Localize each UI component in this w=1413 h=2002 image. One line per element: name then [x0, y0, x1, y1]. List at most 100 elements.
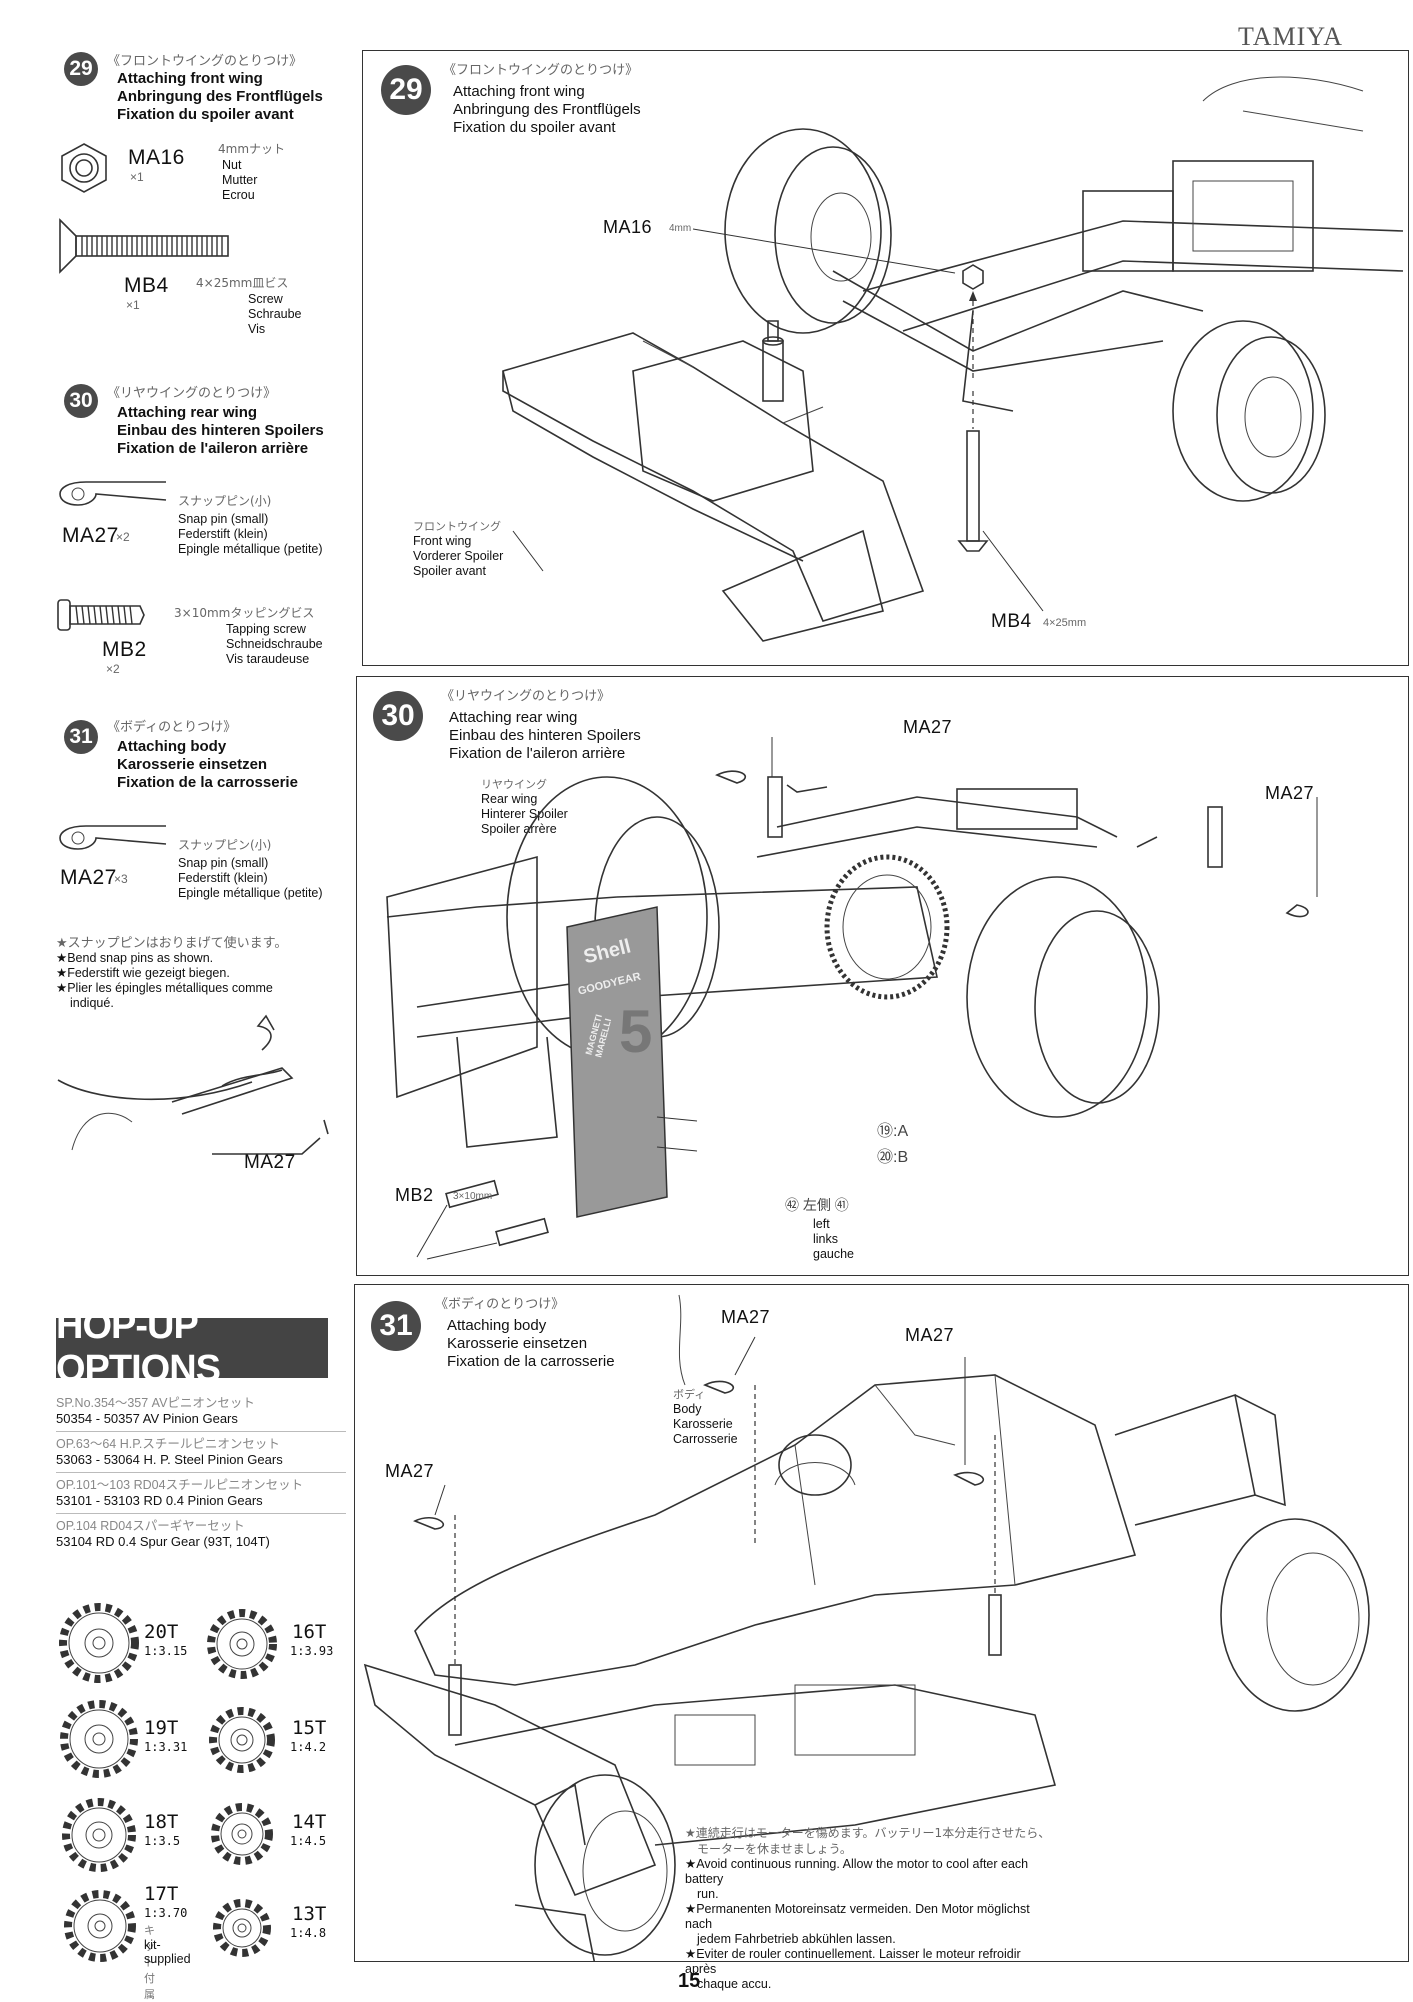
part-ma16-fr: Ecrou: [222, 188, 255, 202]
step-31-titles: Attaching body Karosserie einsetzen Fixa…: [117, 738, 298, 792]
panel-29-wing-fr: Spoiler avant: [413, 564, 486, 578]
step-30-badge: 30: [64, 384, 98, 418]
gear-ratio: 1:4.2: [290, 1740, 327, 1754]
hopup-option-jp: SP.No.354〜357 AVピニオンセット: [56, 1396, 255, 1410]
part-ma27-en: Snap pin (small): [178, 512, 269, 526]
panel-30-wing-jp: リヤウイング: [481, 778, 547, 791]
gear-icon: [207, 1609, 277, 1679]
panel-step-30: 30 《リヤウイングのとりつけ》 Attaching rear wing Ein…: [356, 676, 1409, 1276]
part-mb2-qty: ×2: [106, 662, 120, 676]
part-mb4-qty: ×1: [126, 298, 140, 312]
part-mb4-jp: 4×25mm皿ビス: [196, 276, 289, 290]
part-ma27b-fr: Epingle métallique (petite): [178, 886, 323, 900]
page-number: 15: [678, 1970, 701, 1992]
panel-31-titles: Attaching body Karosserie einsetzen Fixa…: [447, 1317, 615, 1371]
hopup-option-en: 53101 - 53103 RD 0.4 Pinion Gears: [56, 1493, 263, 1508]
panel-29-wing-en: Front wing: [413, 534, 472, 548]
panel-30-mb2-size: 3×10mm: [453, 1191, 493, 1202]
caution-de-2: jedem Fahrbetrieb abkühlen lassen.: [697, 1932, 896, 1946]
part-mb4-names: Screw Schraube Vis: [248, 292, 302, 337]
panel-step-29: 29 《フロントウイングのとりつけ》 Attaching front wing …: [362, 50, 1409, 666]
bend-note-fr: ★Plier les épingles métalliques comme: [56, 981, 273, 995]
bend-note-jp: ★スナップピンはおりまげて使います。: [56, 936, 288, 951]
snap-pin-icon: [59, 481, 167, 506]
part-ma16-code: MA16: [128, 146, 185, 169]
panel-29-ma16: MA16: [603, 217, 653, 237]
caution-en-2: run.: [697, 1887, 719, 1901]
panel-30-side-label: left links gauche: [813, 1217, 854, 1262]
panel-30-side-de: links: [813, 1232, 839, 1246]
panel-30-ma27b: MA27: [1265, 783, 1315, 803]
kit-supplied-en: kit-supplied: [144, 1938, 191, 1966]
hopup-option: OP.104 RD04スパーギヤーセット 53104 RD 0.4 Spur G…: [56, 1514, 346, 1554]
panel-29-badge: 29: [381, 65, 431, 115]
bend-note: ★スナップピンはおりまげて使います。 ★Bend snap pins as sh…: [56, 936, 336, 1011]
gear-icon: [209, 1707, 275, 1773]
caution-note: ★連続走行はモーターを傷めます。バッテリー1本分走行させたら、 モーターを休ませ…: [685, 1825, 1055, 1992]
gear-icon: [60, 1700, 138, 1778]
part-mb2-en: Tapping screw: [226, 622, 306, 636]
panel-30-fr: Fixation de l'aileron arrière: [449, 745, 626, 762]
gear-ratio: 1:3.15: [144, 1644, 188, 1658]
panel-30-wing-en: Rear wing: [481, 792, 538, 806]
rear-wing-diagram: [386, 737, 1318, 1260]
step-29-jp: 《フロントウイングのとりつけ》: [107, 54, 303, 69]
gear-icon: [62, 1798, 136, 1872]
panel-30-en: Attaching rear wing: [449, 709, 578, 726]
caution-jp-2: モーターを休ませましょう。: [697, 1842, 852, 1856]
panel-31-body-fr: Carrosserie: [673, 1432, 738, 1446]
step-31-jp: 《ボディのとりつけ》: [107, 720, 237, 735]
panel-29-fr: Fixation du spoiler avant: [453, 119, 616, 136]
panel-30-side-jp: ㊷ 左側 ㊶: [785, 1197, 849, 1213]
step-29-de: Anbringung des Frontflügels: [117, 88, 323, 105]
caution-jp-1: ★連続走行はモーターを傷めます。バッテリー1本分走行させたら、: [685, 1826, 1051, 1840]
gear-icon: [59, 1603, 139, 1683]
gear-ratio: 1:4.5: [290, 1834, 327, 1848]
step-30-titles: Attaching rear wing Einbau des hinteren …: [117, 404, 324, 458]
gear-ratio: 1:3.5: [144, 1834, 181, 1848]
bend-ma27-label: MA27: [244, 1152, 296, 1173]
gear-teeth: 15T: [292, 1717, 327, 1739]
gear-ratio: 1:4.8: [290, 1926, 327, 1940]
part-ma27b-code: MA27: [60, 866, 117, 889]
hopup-option: OP.63〜64 H.P.スチールピニオンセット 53063 - 53064 H…: [56, 1432, 346, 1473]
panel-30-mb2: MB2: [395, 1185, 434, 1205]
body-diagram: [363, 1294, 1370, 1961]
part-mb4-code: MB4: [124, 274, 169, 297]
gear-teeth: 20T: [144, 1621, 179, 1643]
panel-29-titles: Attaching front wing Anbringung des Fron…: [453, 83, 641, 137]
panel-30-wing-label: リヤウイング Rear wing Hinterer Spoiler Spoile…: [481, 777, 568, 837]
panel-30-wing-fr: Spoiler arrère: [481, 822, 557, 836]
part-ma27-code: MA27: [62, 524, 119, 547]
panel-31-de: Karosserie einsetzen: [447, 1335, 588, 1352]
step-29-titles: Attaching front wing Anbringung des Fron…: [117, 70, 323, 124]
panel-31-jp: 《ボディのとりつけ》: [435, 1297, 565, 1312]
hopup-title: HOP-UP OPTIONS: [56, 1305, 328, 1390]
panel-30-jp: 《リヤウイングのとりつけ》: [441, 689, 611, 704]
panel-29-wing-de: Vorderer Spoiler: [413, 549, 504, 563]
step-31-badge: 31: [64, 720, 98, 754]
panel-30-decal-b: ⑳:B: [877, 1149, 909, 1166]
panel-29-wing-jp: フロントウイング: [413, 520, 501, 533]
part-ma27b-de: Federstift (klein): [178, 871, 268, 885]
gear-teeth: 19T: [144, 1717, 179, 1739]
part-ma27-names: Snap pin (small) Federstift (klein) Epin…: [178, 512, 323, 557]
part-mb4-de: Schraube: [248, 307, 302, 321]
part-ma16-qty: ×1: [130, 170, 144, 184]
hopup-options-list: SP.No.354〜357 AVピニオンセット 50354 - 50357 AV…: [56, 1394, 346, 1554]
panel-30-ma27a: MA27: [903, 717, 953, 737]
part-ma27b-jp: スナップピン(小): [178, 838, 272, 852]
panel-29-mb4: MB4: [991, 611, 1032, 632]
part-ma27-qty: ×2: [116, 530, 130, 544]
bend-note-de: ★Federstift wie gezeigt biegen.: [56, 966, 230, 980]
part-mb2-fr: Vis taraudeuse: [226, 652, 310, 666]
part-mb2-code: MB2: [102, 638, 147, 661]
step-29-en: Attaching front wing: [117, 70, 263, 87]
gear-icon: [211, 1803, 273, 1865]
panel-31-ma27c: MA27: [385, 1461, 435, 1481]
hopup-option: OP.101〜103 RD04スチールピニオンセット 53101 - 53103…: [56, 1473, 346, 1514]
caution-fr: ★Eviter de rouler continuellement. Laiss…: [685, 1947, 1021, 1976]
panel-31-en: Attaching body: [447, 1317, 547, 1334]
panel-step-31: 31 《ボディのとりつけ》 Attaching body Karosserie …: [354, 1284, 1409, 1991]
step-31-en: Attaching body: [117, 738, 227, 755]
